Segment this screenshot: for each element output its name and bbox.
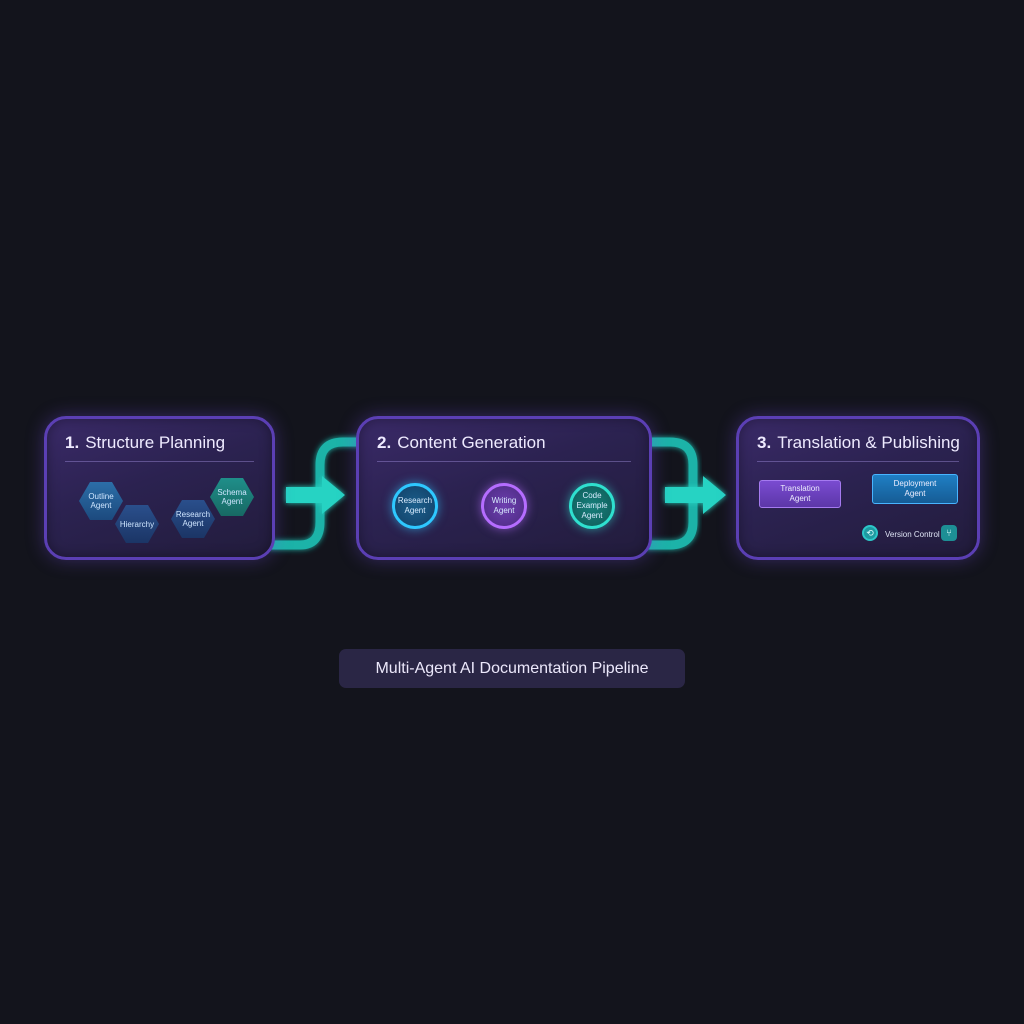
agent-label: Research Agent — [397, 496, 433, 515]
agent-node-deployment: Deployment Agent — [872, 474, 958, 504]
agent-label: Deployment Agent — [893, 479, 937, 498]
stage-name: Content Generation — [397, 433, 546, 452]
agent-label: Hierarchy — [119, 519, 155, 529]
connector-loop-2-3 — [643, 437, 698, 550]
stage-number: 2. — [377, 433, 392, 452]
version-control-label: Version Control — [885, 530, 940, 539]
version-control-icon: ⟲ — [862, 525, 878, 541]
stage-title: 2. Content Generation — [377, 433, 546, 453]
agent-label: Code Example Agent — [576, 491, 608, 520]
arrow-stage-2-to-3 — [665, 476, 726, 514]
connector-loop-1-2 — [267, 437, 365, 550]
agent-label: Schema Agent — [217, 488, 247, 506]
agent-node-hierarchy: Hierarchy — [115, 505, 159, 543]
stage-card-translation-publishing: 3. Translation & Publishing Translation A… — [736, 416, 980, 560]
pipeline-caption: Multi-Agent AI Documentation Pipeline — [339, 649, 685, 688]
title-divider — [65, 461, 254, 462]
agent-node-code-example: Code Example Agent — [569, 483, 615, 529]
stage-card-content-generation: 2. Content Generation Research Agent Writ… — [356, 416, 652, 560]
title-divider — [377, 461, 631, 462]
agent-node-schema: Schema Agent — [210, 478, 254, 516]
agent-label: Outline Agent — [88, 492, 114, 510]
agent-label: Writing Agent — [491, 496, 517, 515]
stage-title: 1. Structure Planning — [65, 433, 225, 453]
stage-name: Structure Planning — [85, 433, 226, 452]
git-branch-icon: ⑂ — [941, 525, 957, 541]
agent-node-research: Research Agent — [171, 500, 215, 538]
stage-number: 1. — [65, 433, 80, 452]
agent-node-writing: Writing Agent — [481, 483, 527, 529]
agent-node-research: Research Agent — [392, 483, 438, 529]
stage-name: Translation & Publishing — [777, 433, 960, 452]
stage-card-structure-planning: 1. Structure Planning Outline Agent Hiera… — [44, 416, 275, 560]
arrow-stage-1-to-2 — [286, 476, 345, 514]
stage-number: 3. — [757, 433, 772, 452]
stage-title: 3. Translation & Publishing — [757, 433, 960, 453]
agent-label: Translation Agent — [780, 484, 820, 503]
agent-node-translation: Translation Agent — [759, 480, 841, 508]
title-divider — [757, 461, 959, 462]
agent-label: Research Agent — [175, 510, 211, 528]
agent-node-outline: Outline Agent — [79, 482, 123, 520]
